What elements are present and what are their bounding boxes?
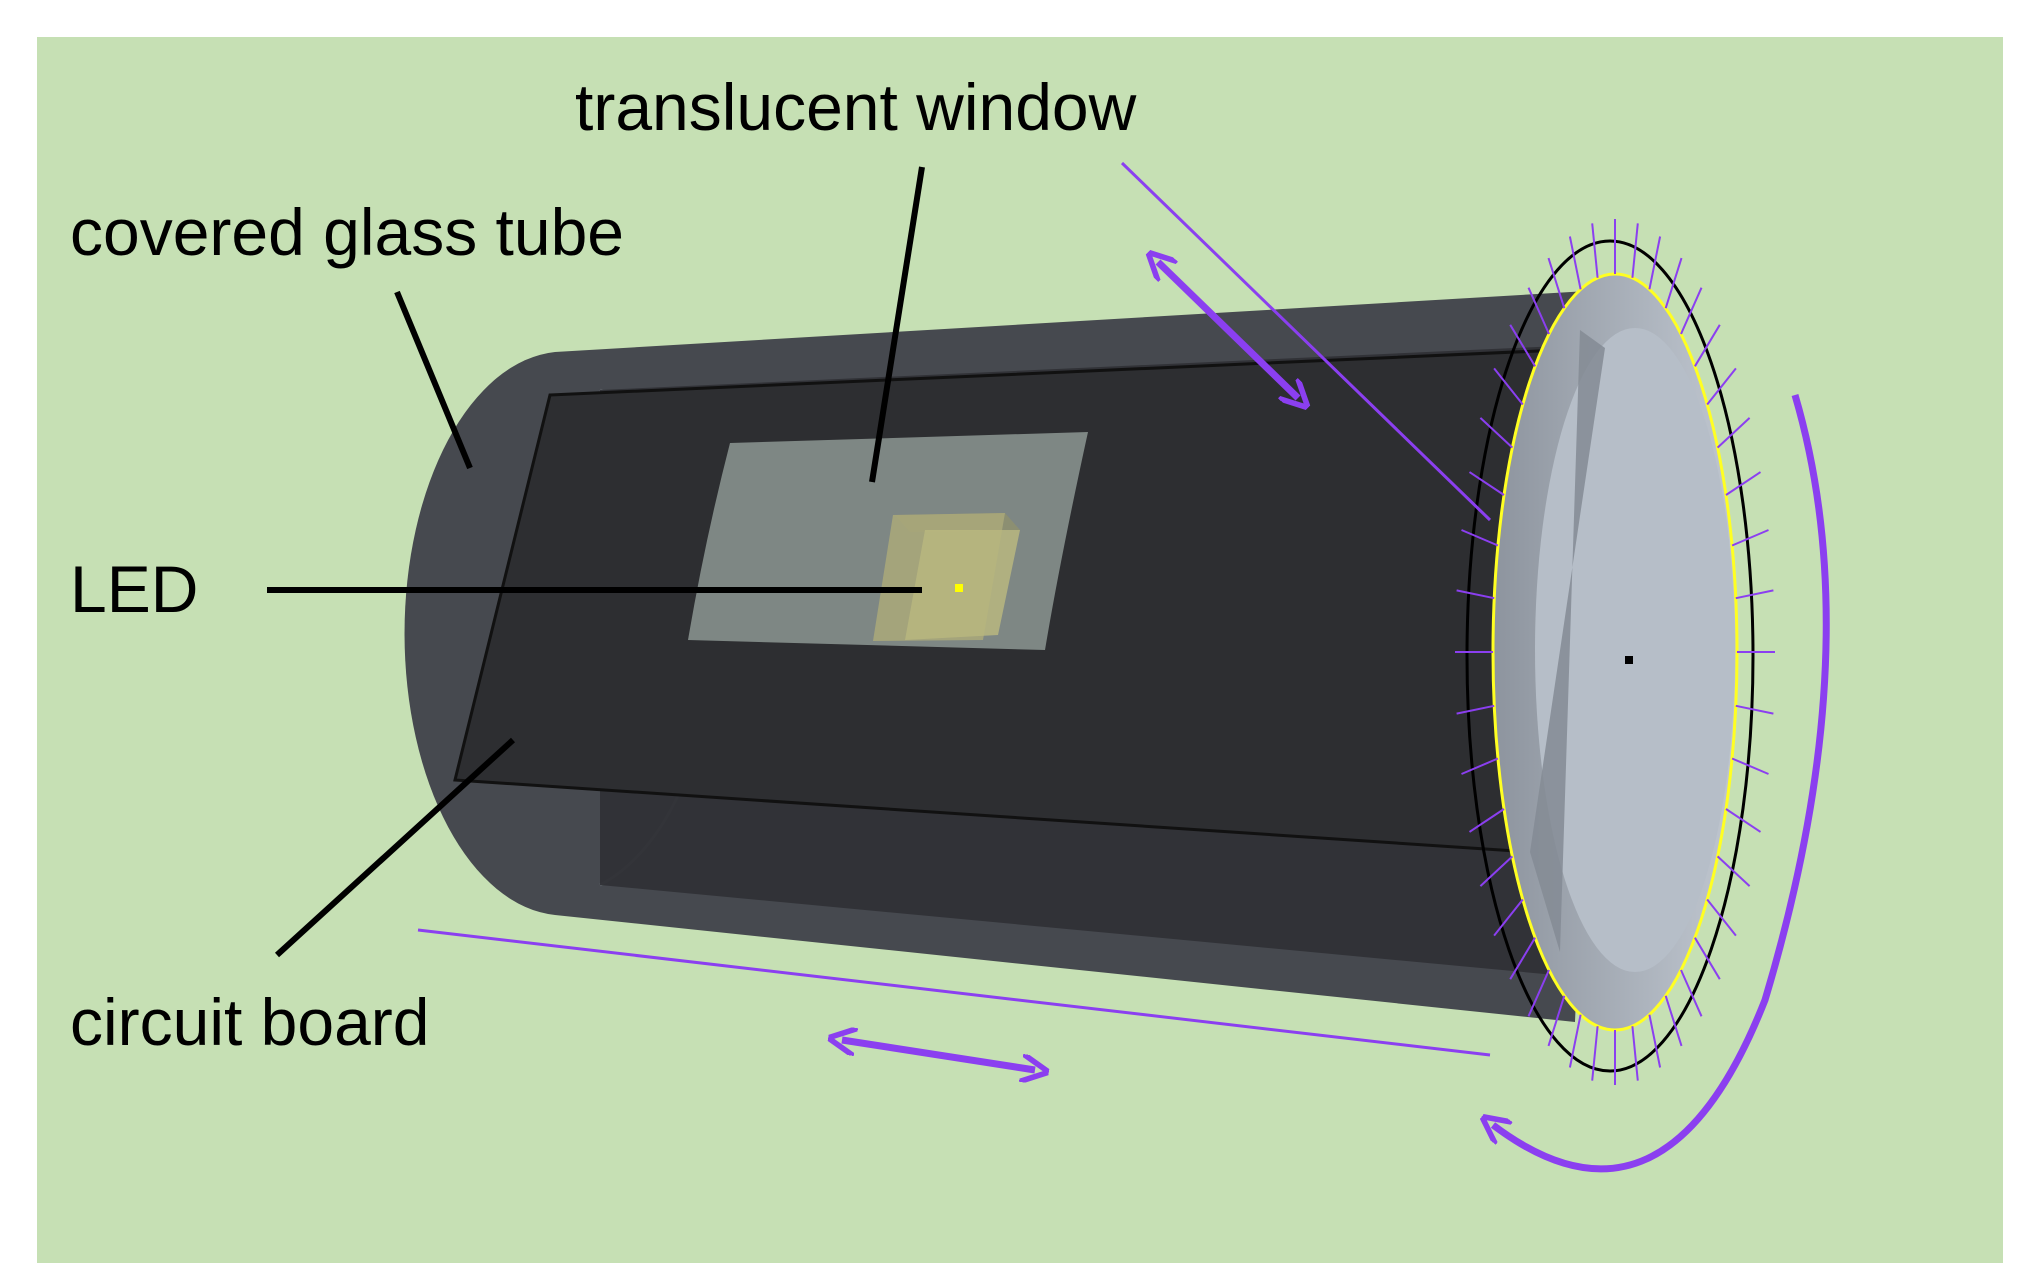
radial-tick xyxy=(1648,1014,1662,1068)
radial-tick xyxy=(1509,937,1536,980)
radial-tick xyxy=(1461,529,1499,547)
radial-tick xyxy=(1716,417,1751,449)
radial-tick xyxy=(1725,471,1762,496)
label-covered-glass-tube: covered glass tube xyxy=(70,195,624,269)
radial-tick xyxy=(1547,995,1566,1047)
radial-tick xyxy=(1680,969,1703,1017)
axial-guide-line xyxy=(417,928,1491,1057)
radial-tick xyxy=(1716,855,1751,887)
radial-tick xyxy=(1731,757,1769,775)
rotation-arrow-icon xyxy=(1493,394,1830,1173)
label-led: LED xyxy=(70,552,198,626)
radial-tick xyxy=(1468,808,1505,833)
radial-tick xyxy=(1706,367,1737,406)
radial-tick xyxy=(1706,898,1737,937)
radial-tick xyxy=(1735,589,1774,600)
end-center-point xyxy=(1625,656,1633,664)
radial-arrow-icon xyxy=(1158,262,1298,398)
radial-tick xyxy=(1527,287,1550,335)
radial-tick xyxy=(1493,367,1524,406)
radial-tick xyxy=(1631,1026,1639,1081)
radial-tick xyxy=(1664,257,1683,309)
label-translucent-window: translucent window xyxy=(575,70,1137,144)
radial-tick xyxy=(1527,969,1550,1017)
leader-translucent-window xyxy=(869,166,925,483)
radial-tick xyxy=(1568,236,1582,290)
radial-tick xyxy=(1694,937,1721,980)
radial-tick xyxy=(1547,257,1566,309)
radial-tick xyxy=(1731,529,1769,547)
radial-tick xyxy=(1591,1026,1599,1081)
radial-tick xyxy=(1461,757,1499,775)
leader-circuit-board xyxy=(274,737,516,958)
radial-tick xyxy=(1725,808,1762,833)
radial-tick xyxy=(1509,324,1536,367)
label-circuit-board: circuit board xyxy=(70,985,430,1059)
radial-tick xyxy=(1468,471,1505,496)
radial-tick xyxy=(1479,855,1514,887)
axial-arrow-icon xyxy=(842,1040,1035,1070)
radial-tick xyxy=(1493,898,1524,937)
radial-tick xyxy=(1680,287,1703,335)
radial-tick xyxy=(1694,324,1721,367)
radial-tick xyxy=(1568,1014,1582,1068)
radial-tick-marks xyxy=(1455,219,1775,1085)
radial-tick xyxy=(1591,223,1599,278)
radial-tick xyxy=(1456,704,1495,715)
led-point xyxy=(955,584,963,592)
radial-tick xyxy=(1456,589,1495,600)
radial-tick xyxy=(1631,223,1639,278)
radial-tick xyxy=(1664,995,1683,1047)
radial-tick xyxy=(1735,704,1774,715)
end-outer-ring xyxy=(1465,239,1755,1073)
leader-covered-glass-tube xyxy=(394,290,473,470)
board-edge-inner xyxy=(1530,330,1605,952)
radial-tick xyxy=(1479,417,1514,449)
radial-tick xyxy=(1648,236,1662,290)
end-opening xyxy=(1535,328,1735,972)
